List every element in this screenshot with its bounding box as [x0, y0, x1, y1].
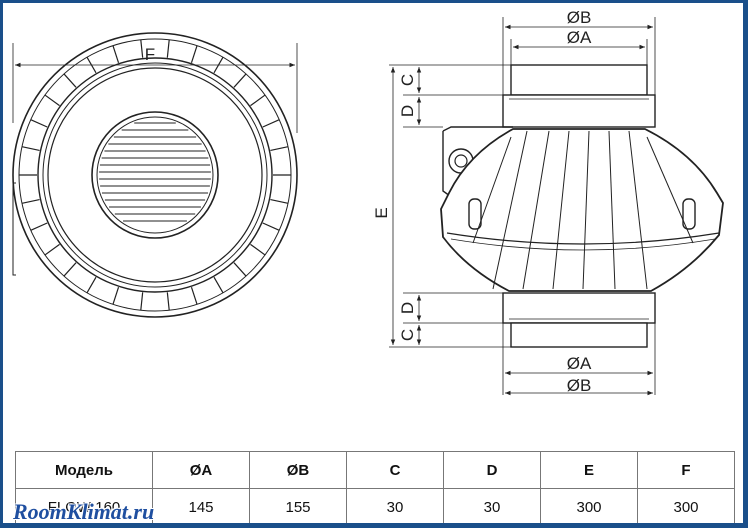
- header-f: F: [637, 451, 735, 489]
- rim-rib: [166, 39, 170, 58]
- front-view: [12, 32, 298, 318]
- outer-rim: [12, 32, 298, 318]
- rim-rib: [233, 73, 247, 88]
- cell-dia-b: 155: [249, 488, 347, 523]
- dim-d-bottom-label: D: [398, 302, 417, 314]
- header-model: Модель: [15, 451, 153, 489]
- rim-rib: [213, 276, 224, 294]
- rim-rib: [250, 243, 266, 256]
- cell-e: 300: [540, 488, 638, 523]
- top-collar: [502, 94, 656, 128]
- spec-table: Модель ØA ØB C D E F FLOW 160 145 155 30…: [15, 451, 735, 523]
- header-c: C: [346, 451, 444, 489]
- housing-segment: [646, 136, 694, 244]
- top-collar-outer: [510, 64, 648, 96]
- dim-b-top-label: ØB: [567, 8, 592, 27]
- technical-drawing: F: [12, 8, 724, 396]
- left-handle: [468, 198, 482, 230]
- side-dimensions: [389, 17, 656, 396]
- dim-e-label: E: [372, 207, 391, 218]
- rim-rib: [140, 292, 144, 311]
- rim-rib: [233, 262, 247, 277]
- rim-rib: [262, 119, 280, 128]
- cell-c: 30: [346, 488, 444, 523]
- side-view: [440, 64, 724, 348]
- rim-rib: [270, 198, 289, 204]
- rim-rib: [30, 222, 48, 231]
- bottom-collar-outer: [510, 322, 648, 348]
- rim-rib: [86, 276, 97, 294]
- header-e: E: [540, 451, 638, 489]
- rim-rib: [112, 287, 120, 305]
- table-row: FLOW 160 145 155 30 30 300 300: [15, 488, 735, 523]
- housing-segment: [522, 130, 550, 290]
- housing-segment: [582, 130, 590, 290]
- rim-rib: [21, 146, 40, 152]
- housing-segment: [552, 130, 570, 290]
- drawing-frame: F: [3, 3, 743, 523]
- outlet-ring: [91, 111, 219, 239]
- cell-model: FLOW 160: [15, 488, 153, 523]
- cell-dia-a: 145: [152, 488, 250, 523]
- rim-rib: [63, 73, 77, 88]
- header-d: D: [443, 451, 541, 489]
- housing-segment: [628, 130, 648, 290]
- dim-c-top-label: C: [398, 74, 417, 86]
- dim-f-label: F: [145, 45, 155, 64]
- bottom-collar: [502, 292, 656, 324]
- housing-segment: [608, 130, 616, 290]
- motor-housing: [440, 128, 724, 292]
- rim-rib: [44, 243, 60, 256]
- header-dia-a: ØA: [152, 451, 250, 489]
- rim-rib: [140, 39, 144, 58]
- rim-rib: [190, 287, 198, 305]
- rim-rib: [262, 222, 280, 231]
- dim-f: F: [12, 43, 298, 133]
- housing-segment: [492, 130, 528, 290]
- rim-rib: [63, 262, 77, 277]
- rim-rib: [190, 45, 198, 63]
- right-handle: [682, 198, 696, 230]
- rim-rib: [21, 198, 40, 204]
- rim-rib: [250, 94, 266, 107]
- dim-a-top-label: ØA: [567, 28, 592, 47]
- rim-rib: [44, 94, 60, 107]
- outlet-grille: [99, 122, 211, 222]
- rim-ribs: [19, 39, 291, 311]
- rim-rib: [270, 146, 289, 152]
- dim-a-bottom-label: ØA: [567, 354, 592, 373]
- table-header-row: Модель ØA ØB C D E F: [15, 451, 735, 489]
- housing-segments: [472, 130, 694, 290]
- cell-f: 300: [637, 488, 735, 523]
- rim-rib: [112, 45, 120, 63]
- cell-d: 30: [443, 488, 541, 523]
- dim-c-bottom-label: C: [398, 329, 417, 341]
- dim-b-bottom-label: ØB: [567, 376, 592, 395]
- rim-rib: [166, 292, 170, 311]
- dim-d-top-label: D: [398, 105, 417, 117]
- header-dia-b: ØB: [249, 451, 347, 489]
- rim-rib: [30, 119, 48, 128]
- housing-segment: [472, 136, 512, 244]
- watermark: RoomKlimat.ru: [13, 499, 155, 523]
